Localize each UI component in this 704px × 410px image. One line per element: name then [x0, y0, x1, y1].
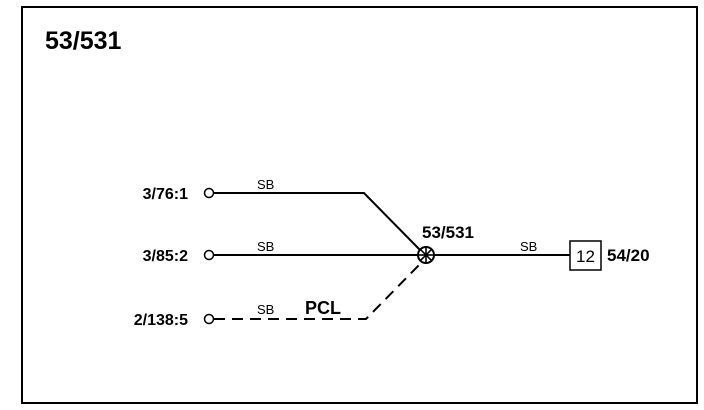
- diagram-title: 53/531: [45, 27, 122, 55]
- wire-3-pcl-note: PCL: [305, 298, 341, 318]
- diagram-frame: [21, 6, 698, 404]
- terminal-3-pin: [203, 313, 215, 325]
- terminal-1-pin: [203, 187, 215, 199]
- wire-1: [214, 192, 421, 251]
- wire-1-color: SB: [257, 177, 274, 192]
- terminal-3-label: 2/138:5: [134, 312, 188, 329]
- terminal-1-label: 3/76:1: [143, 186, 188, 203]
- connector-number: 12: [576, 247, 595, 266]
- wire-3-color: SB: [257, 302, 274, 317]
- connector-box: [569, 240, 602, 271]
- terminal-2-pin: [203, 249, 215, 261]
- wire-2-color: SB: [257, 239, 274, 254]
- terminal-2-label: 3/85:2: [143, 248, 188, 265]
- wire-3: [214, 261, 423, 320]
- connector-label: 54/20: [607, 246, 650, 265]
- output-wire-color: SB: [520, 239, 537, 254]
- splice-icon: [417, 246, 435, 264]
- splice-label: 53/531: [422, 223, 474, 242]
